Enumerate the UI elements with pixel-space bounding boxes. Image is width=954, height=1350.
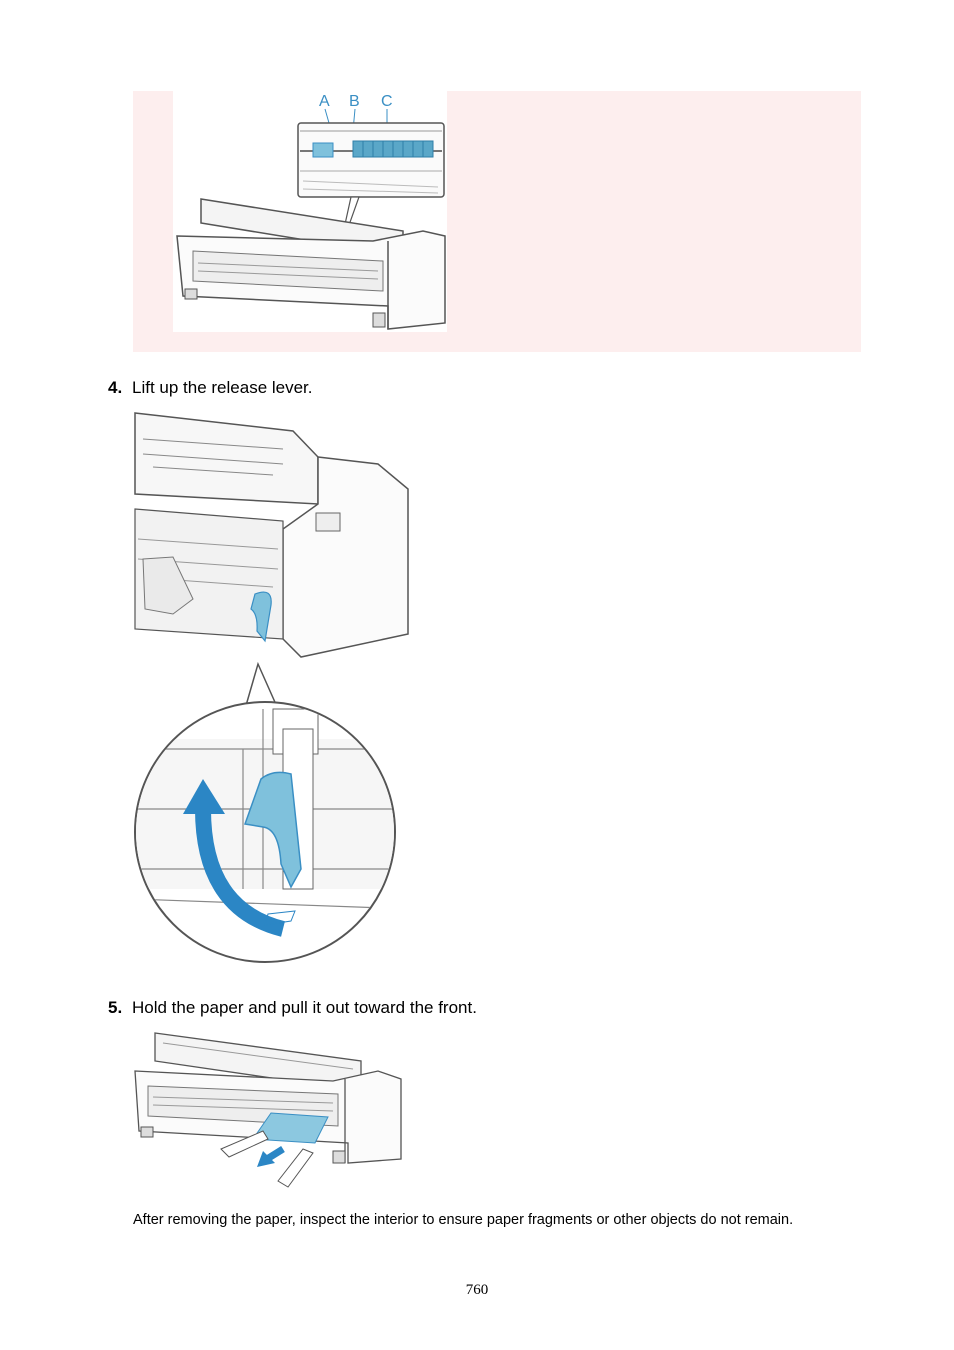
pull-paper-illustration [134,1032,402,1188]
callout-label-b: B [349,93,360,110]
callout-label-c: C [381,93,393,110]
release-lever-figure [133,409,410,964]
step-text: Hold the paper and pull it out toward th… [132,998,477,1017]
step-5: 5. Hold the paper and pull it out toward … [108,998,477,1018]
page-number: 760 [465,1282,489,1298]
step-number: 4. [108,378,123,397]
callout-label-a: A [319,93,330,110]
printer-figure-parts-abc: A B C [173,91,447,332]
step-number: 5. [108,998,123,1017]
release-lever-illustration [134,412,409,963]
step-4: 4. Lift up the release lever. [108,378,313,398]
printer-illustration-abc: A B C [176,93,446,330]
pull-paper-figure [133,1031,403,1191]
step-text: Lift up the release lever. [132,378,313,397]
after-removal-note: After removing the paper, inspect the in… [133,1212,794,1228]
